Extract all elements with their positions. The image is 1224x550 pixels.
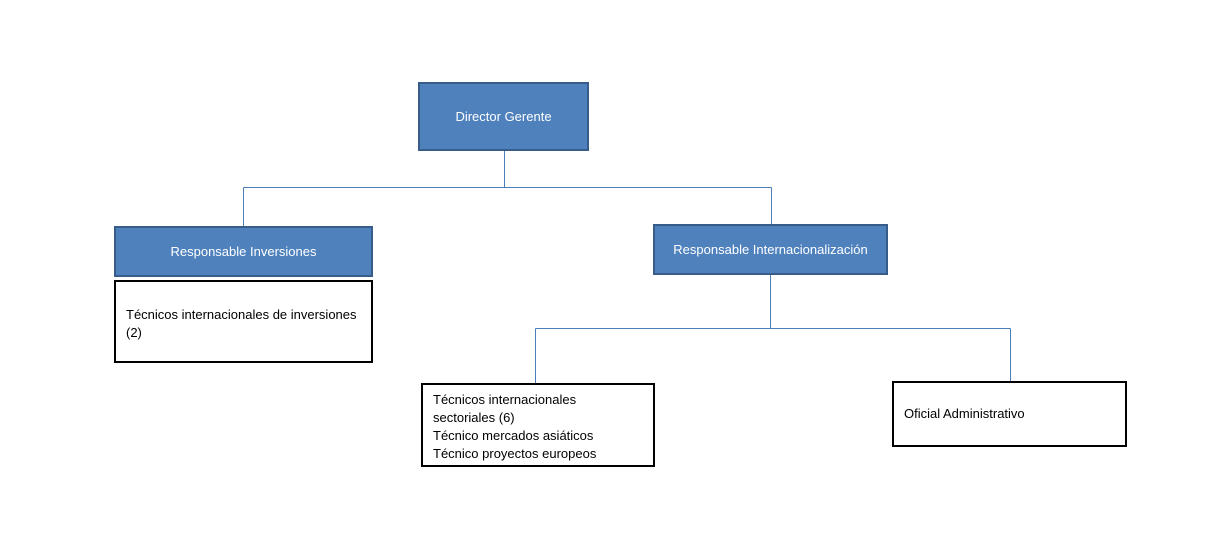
oficial-administrativo-label: Oficial Administrativo	[904, 406, 1025, 421]
tecnicos-sectoriales-line-3: Técnico mercados asiáticos	[433, 428, 594, 443]
responsable-internacionalizacion-label: Responsable Internacionalización	[673, 242, 868, 257]
tecnicos-inversiones-node: Técnicos internacionales de inversiones …	[114, 280, 373, 363]
director-gerente-node: Director Gerente	[418, 82, 589, 151]
responsable-inversiones-node: Responsable Inversiones	[114, 226, 373, 277]
tecnicos-sectoriales-node: Técnicos internacionales sectoriales (6)…	[421, 383, 655, 467]
responsable-inversiones-label: Responsable Inversiones	[170, 244, 317, 259]
tecnicos-sectoriales-line-2: sectoriales (6)	[433, 410, 515, 425]
tecnicos-sectoriales-line-4: Técnico proyectos europeos	[433, 446, 597, 461]
tecnicos-inversiones-line-1: Técnicos internacionales de inversiones	[126, 307, 357, 322]
responsable-internacionalizacion-node: Responsable Internacionalización	[653, 224, 888, 275]
director-gerente-label: Director Gerente	[455, 109, 552, 124]
oficial-administrativo-node: Oficial Administrativo	[892, 381, 1127, 447]
tecnicos-sectoriales-line-1: Técnicos internacionales	[433, 392, 577, 407]
tecnicos-inversiones-line-2: (2)	[126, 325, 142, 340]
